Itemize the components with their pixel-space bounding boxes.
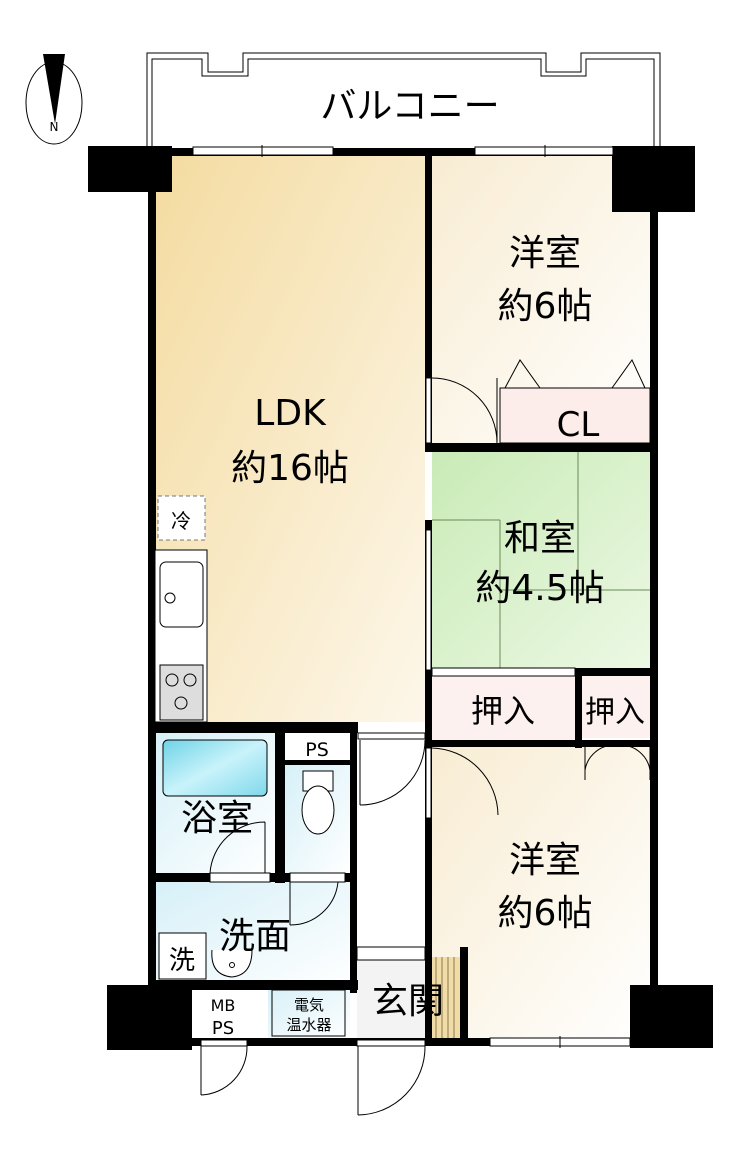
western-room-bottom-floor [432, 745, 650, 1040]
ps-box [285, 733, 350, 760]
fridge-space [157, 495, 206, 541]
balcony: バルコニー [146, 52, 661, 150]
washer-box [158, 932, 207, 980]
oshiire-2-label: 押入 [585, 695, 645, 730]
oshiire-2 [582, 676, 650, 738]
western-bottom-size: 約6帖 [498, 893, 593, 934]
compass-label: N [50, 120, 59, 134]
balcony-label: バルコニー [320, 86, 499, 127]
ps-label: PS [305, 739, 329, 761]
ldk-size: 約16帖 [231, 448, 349, 489]
japanese-size: 約4.5帖 [475, 568, 604, 609]
windows [192, 145, 631, 1048]
mbps-label-1: MB [211, 996, 236, 1015]
water-heater-label-2: 温水器 [286, 1016, 331, 1034]
fridge-label: 冷 [171, 509, 191, 533]
japanese-name: 和室 [504, 518, 576, 559]
ldk-name: LDK [254, 393, 327, 434]
closet-label: CL [557, 405, 600, 445]
japanese-room-floor [432, 452, 650, 668]
tatami-lines [432, 452, 650, 668]
mbps-label-2: PS [212, 1018, 234, 1039]
bathtub-icon [162, 739, 268, 797]
western-bottom-name: 洋室 [509, 840, 581, 881]
mbps-box [192, 990, 255, 1038]
oshiire-1 [432, 676, 575, 744]
stove-icon [159, 664, 204, 721]
entrance-floor [357, 960, 425, 1040]
western-top-size: 約6帖 [498, 286, 593, 327]
water-heater-label-1: 電気 [294, 996, 324, 1014]
kitchen-counter [154, 549, 208, 723]
washer-label: 洗 [169, 946, 195, 976]
oshiire-1-label: 押入 [471, 692, 535, 730]
washroom-label: 洗面 [219, 916, 291, 957]
north-compass-icon: N [25, 54, 83, 145]
bath-label: 浴室 [181, 798, 253, 839]
toilet-icon [301, 770, 335, 835]
entrance-label: 玄関 [372, 981, 444, 1022]
basin-icon [211, 949, 253, 978]
water-heater [271, 989, 346, 1037]
doors [200, 359, 651, 1116]
shoe-box [430, 957, 460, 1040]
western-top-name: 洋室 [509, 233, 581, 274]
sink-icon [159, 561, 204, 628]
water-heater-floor [268, 986, 350, 1038]
closet [499, 387, 651, 444]
